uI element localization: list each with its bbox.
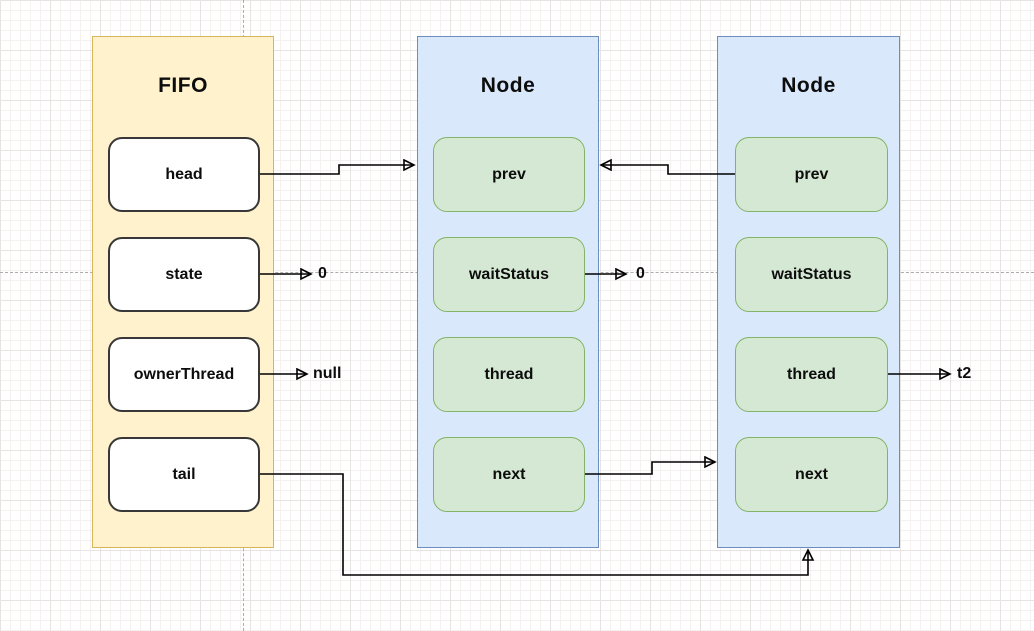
node2-next-label: next	[795, 465, 828, 483]
node1-field-wait-status: waitStatus	[433, 237, 585, 312]
arrow-head-to-node1	[260, 165, 414, 175]
arrow-node1-next-to-node2	[585, 462, 715, 475]
field-state-label: state	[165, 265, 203, 283]
node2-field-next: next	[735, 437, 888, 512]
node1-container: Node prev waitStatus thread next	[417, 36, 599, 548]
node2-field-wait-status: waitStatus	[735, 237, 888, 312]
node2-thread-value-label: t2	[957, 365, 972, 382]
node2-field-prev: prev	[735, 137, 888, 212]
state-value-label: 0	[318, 265, 327, 282]
arrow-node2-prev-to-node1	[601, 165, 735, 175]
node1-wait-status-value-label: 0	[636, 265, 645, 282]
node1-prev-label: prev	[492, 165, 526, 183]
node2-title: Node	[781, 74, 836, 97]
field-owner-thread-label: ownerThread	[133, 365, 235, 383]
node1-field-thread: thread	[433, 337, 585, 412]
node2-field-thread: thread	[735, 337, 888, 412]
node1-next-label: next	[492, 465, 526, 483]
node1-field-prev: prev	[433, 137, 585, 212]
node2-prev-label: prev	[794, 165, 829, 183]
node1-title: Node	[480, 74, 536, 97]
node1-field-next: next	[433, 437, 585, 512]
node1-wait-status-label: waitStatus	[468, 265, 549, 283]
field-state: state	[108, 237, 260, 312]
node2-wait-status-label: waitStatus	[771, 265, 852, 283]
field-head-label: head	[165, 165, 203, 183]
field-owner-thread: ownerThread	[108, 337, 260, 412]
owner-thread-value-label: null	[313, 365, 342, 382]
field-tail: tail	[108, 437, 260, 512]
fifo-container: FIFO head state ownerThread tail	[92, 36, 274, 548]
node1-thread-label: thread	[484, 365, 534, 383]
field-tail-label: tail	[172, 465, 196, 483]
fifo-title: FIFO	[158, 74, 208, 97]
node2-container: Node prev waitStatus thread next	[717, 36, 900, 548]
node2-thread-label: thread	[787, 365, 836, 383]
field-head: head	[108, 137, 260, 212]
